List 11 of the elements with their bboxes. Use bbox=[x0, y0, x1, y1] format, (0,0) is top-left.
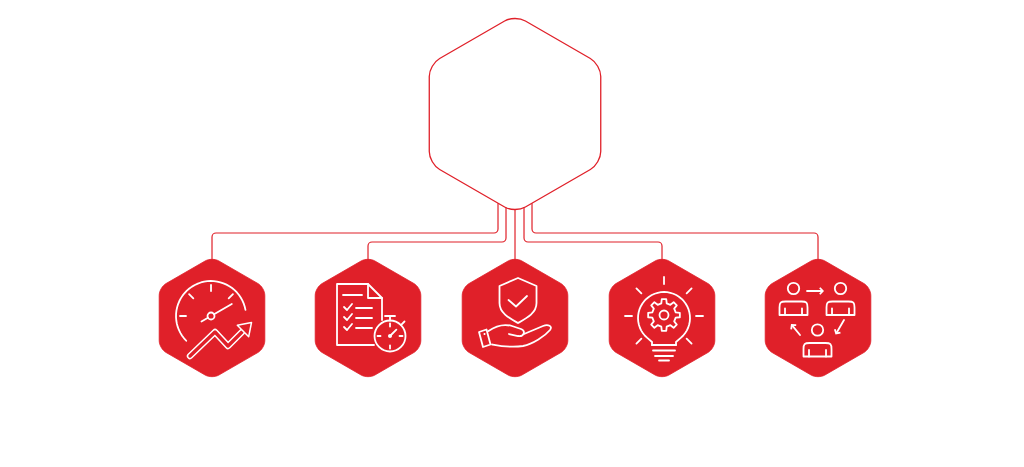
hexagon bbox=[461, 258, 569, 378]
connector-line bbox=[367, 206, 507, 261]
hexagon bbox=[428, 17, 602, 211]
connector-line bbox=[531, 202, 819, 261]
connector-line bbox=[514, 208, 516, 261]
hexagon bbox=[608, 258, 716, 378]
connector-line bbox=[211, 202, 499, 261]
hexagon bbox=[764, 258, 872, 378]
hexagon bbox=[314, 258, 422, 378]
hexagon bbox=[158, 258, 266, 378]
connector-line bbox=[523, 206, 663, 261]
